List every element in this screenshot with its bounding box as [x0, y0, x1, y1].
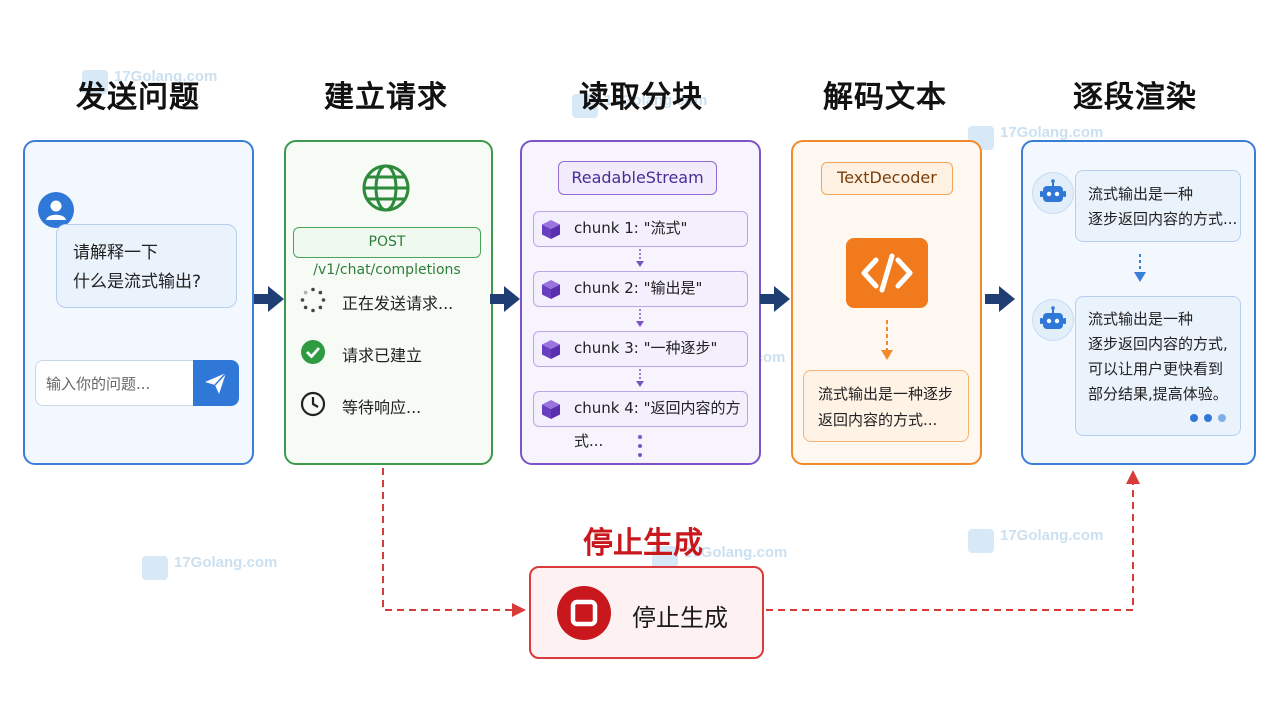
full-line: 可以让用户更快看到	[1088, 360, 1224, 378]
user-question-bubble: 请解释一下 什么是流式输出?	[56, 224, 237, 308]
chunk-item: chunk 2: "输出是"	[533, 271, 748, 307]
endpoint-label: POST /v1/chat/completions	[293, 227, 481, 278]
bot-full-bubble: 流式输出是一种 逐步返回内容的方式, 可以让用户更快看到 部分结果,提高体验。	[1075, 296, 1241, 436]
stage-title-request: 建立请求	[324, 80, 448, 115]
decoded-line: 返回内容的方式...	[818, 411, 938, 429]
loading-spinner-icon	[300, 287, 326, 313]
bot-partial-bubble: 流式输出是一种 逐步返回内容的方式...	[1075, 170, 1241, 242]
full-line: 流式输出是一种	[1088, 310, 1194, 328]
flow-arrow-icon	[490, 286, 520, 312]
partial-line: 逐步返回内容的方式...	[1088, 210, 1238, 228]
flow-arrow-icon	[985, 286, 1015, 312]
stop-icon	[557, 586, 611, 640]
globe-icon	[362, 164, 410, 212]
watermark-logo-icon	[968, 529, 994, 553]
question-line: 请解释一下	[73, 243, 158, 263]
cube-icon	[542, 340, 560, 359]
status-waiting: 等待响应...	[342, 398, 422, 417]
full-line: 逐步返回内容的方式,	[1088, 335, 1228, 353]
text-decoder-label: TextDecoder	[821, 162, 953, 195]
down-arrow-icon	[636, 369, 644, 387]
user-icon	[38, 192, 74, 228]
down-arrow-icon	[636, 249, 644, 267]
request-card	[284, 140, 493, 465]
decoded-line: 流式输出是一种逐步	[818, 385, 954, 403]
watermark-logo-icon	[572, 94, 598, 118]
down-arrow-icon	[881, 320, 893, 360]
watermark-logo-icon	[82, 70, 108, 94]
typing-dots-icon	[1190, 414, 1226, 422]
down-arrow-icon	[1134, 254, 1146, 282]
chunk-item: chunk 4: "返回内容的方式...	[533, 391, 748, 450]
chunk-item: chunk 3: "一种逐步"	[533, 331, 748, 367]
question-line: 什么是流式输出?	[73, 272, 202, 292]
cube-icon	[542, 220, 560, 239]
robot-icon	[1032, 172, 1074, 214]
down-arrow-icon	[636, 309, 644, 327]
stop-title: 停止生成	[583, 526, 703, 561]
robot-icon	[1032, 299, 1074, 341]
stage-title-render: 逐段渲染	[1073, 80, 1197, 115]
status-established: 请求已建立	[342, 346, 423, 365]
full-line: 部分结果,提高体验。	[1088, 385, 1228, 403]
cube-icon	[542, 400, 560, 419]
watermark-logo-icon	[142, 556, 168, 580]
paper-plane-icon	[205, 372, 227, 394]
check-circle-icon	[301, 340, 325, 364]
flow-arrow-icon	[760, 286, 790, 312]
cube-icon	[542, 280, 560, 299]
readable-stream-label: ReadableStream	[558, 161, 717, 195]
stage-title-send: 发送问题	[76, 80, 200, 115]
question-input[interactable]: 输入你的问题...	[35, 360, 194, 406]
status-sending: 正在发送请求...	[342, 294, 454, 313]
more-dots-icon	[638, 435, 642, 457]
flow-arrow-icon	[254, 286, 284, 312]
clock-icon	[300, 391, 326, 417]
decoded-text-box: 流式输出是一种逐步 返回内容的方式...	[803, 370, 969, 442]
partial-line: 流式输出是一种	[1088, 185, 1194, 203]
stage-title-read: 读取分块	[579, 80, 703, 115]
send-button[interactable]	[193, 360, 239, 406]
chunk-item: chunk 1: "流式"	[533, 211, 748, 247]
code-icon	[846, 238, 928, 308]
input-placeholder: 输入你的问题...	[46, 375, 151, 393]
stage-title-decode: 解码文本	[823, 80, 947, 115]
stop-button-label: 停止生成	[632, 604, 728, 632]
